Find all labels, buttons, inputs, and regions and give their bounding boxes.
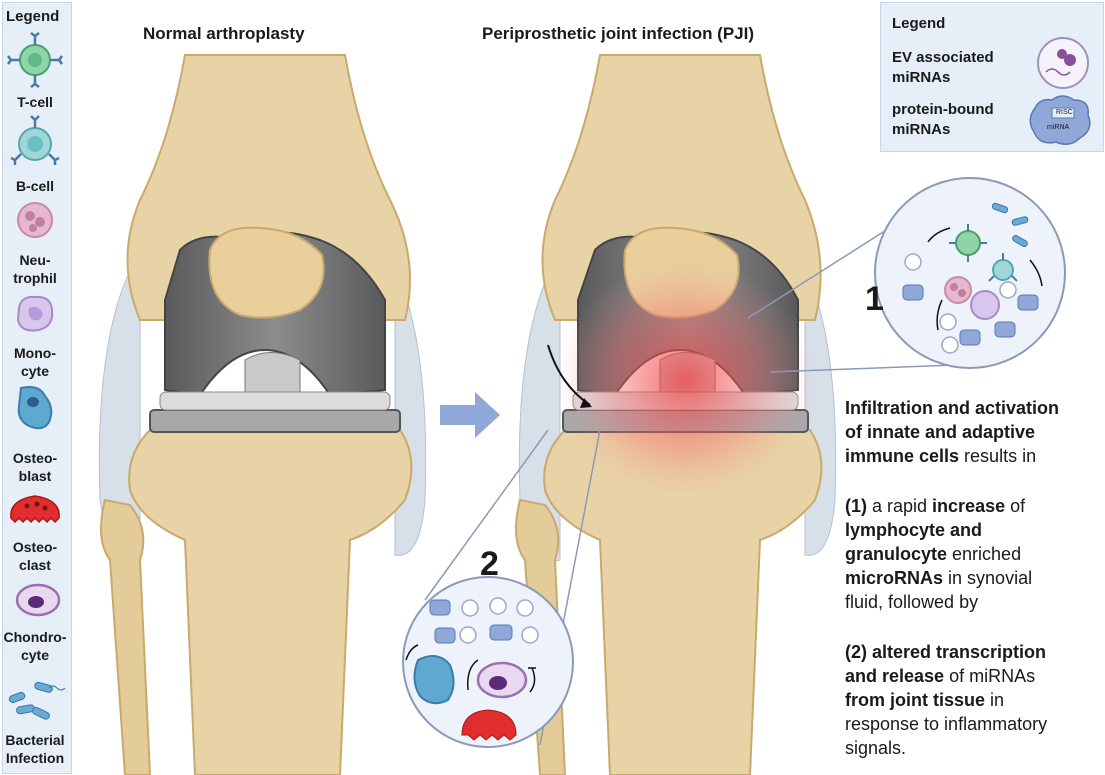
t-cell-icon [7, 32, 63, 88]
marker-2: 2 [480, 545, 499, 583]
neutrophil-icon [17, 202, 53, 238]
risc-label: RISC [1056, 109, 1073, 116]
monocyte-icon [16, 295, 54, 332]
left-legend-title: Legend [6, 8, 60, 25]
legend-label-chondrocyte: Chondro-cyte [3, 629, 67, 663]
heading-normal-arthroplasty: Normal arthroplasty [143, 24, 305, 43]
bacteria-icon [8, 681, 66, 720]
pji-knee [515, 54, 837, 775]
description-block: Infiltration and activation of innate an… [845, 396, 1103, 760]
callout-circle-1 [874, 177, 1066, 369]
description-paragraph-3: (2) altered transcription and release of… [845, 642, 1048, 758]
chondrocyte-icon [15, 583, 61, 617]
b-cell-icon [10, 115, 60, 165]
description-paragraph-1: Infiltration and activation of innate an… [845, 398, 1060, 466]
marker-1: 1 [865, 280, 884, 318]
callout-circle-2 [402, 576, 574, 748]
legend-label-t-cell: T-cell [17, 94, 53, 110]
protein-mirna-icon [1029, 95, 1091, 145]
legend-label-b-cell: B-cell [15, 178, 55, 194]
osteoclast-icon [10, 495, 60, 524]
progression-arrow [440, 392, 500, 438]
right-legend-title: Legend [892, 15, 946, 32]
description-paragraph-2: (1) a rapid increase of lymphocyte and g… [845, 496, 1033, 612]
legend-label-neutrophil: Neu-trophil [13, 252, 57, 286]
normal-knee [98, 54, 427, 775]
inflammation-glow [555, 260, 815, 500]
heading-pji: Periprosthetic joint infection (PJI) [482, 24, 755, 43]
legend-label-osteoblast: Osteo-blast [12, 450, 58, 484]
ev-mirna-icon [1037, 37, 1089, 89]
legend-label-monocyte: Mono-cyte [14, 345, 56, 379]
legend-label-osteoclast: Osteo-clast [12, 539, 58, 573]
mirna-label: miRNA [1047, 124, 1070, 131]
osteoblast-icon [17, 386, 53, 430]
